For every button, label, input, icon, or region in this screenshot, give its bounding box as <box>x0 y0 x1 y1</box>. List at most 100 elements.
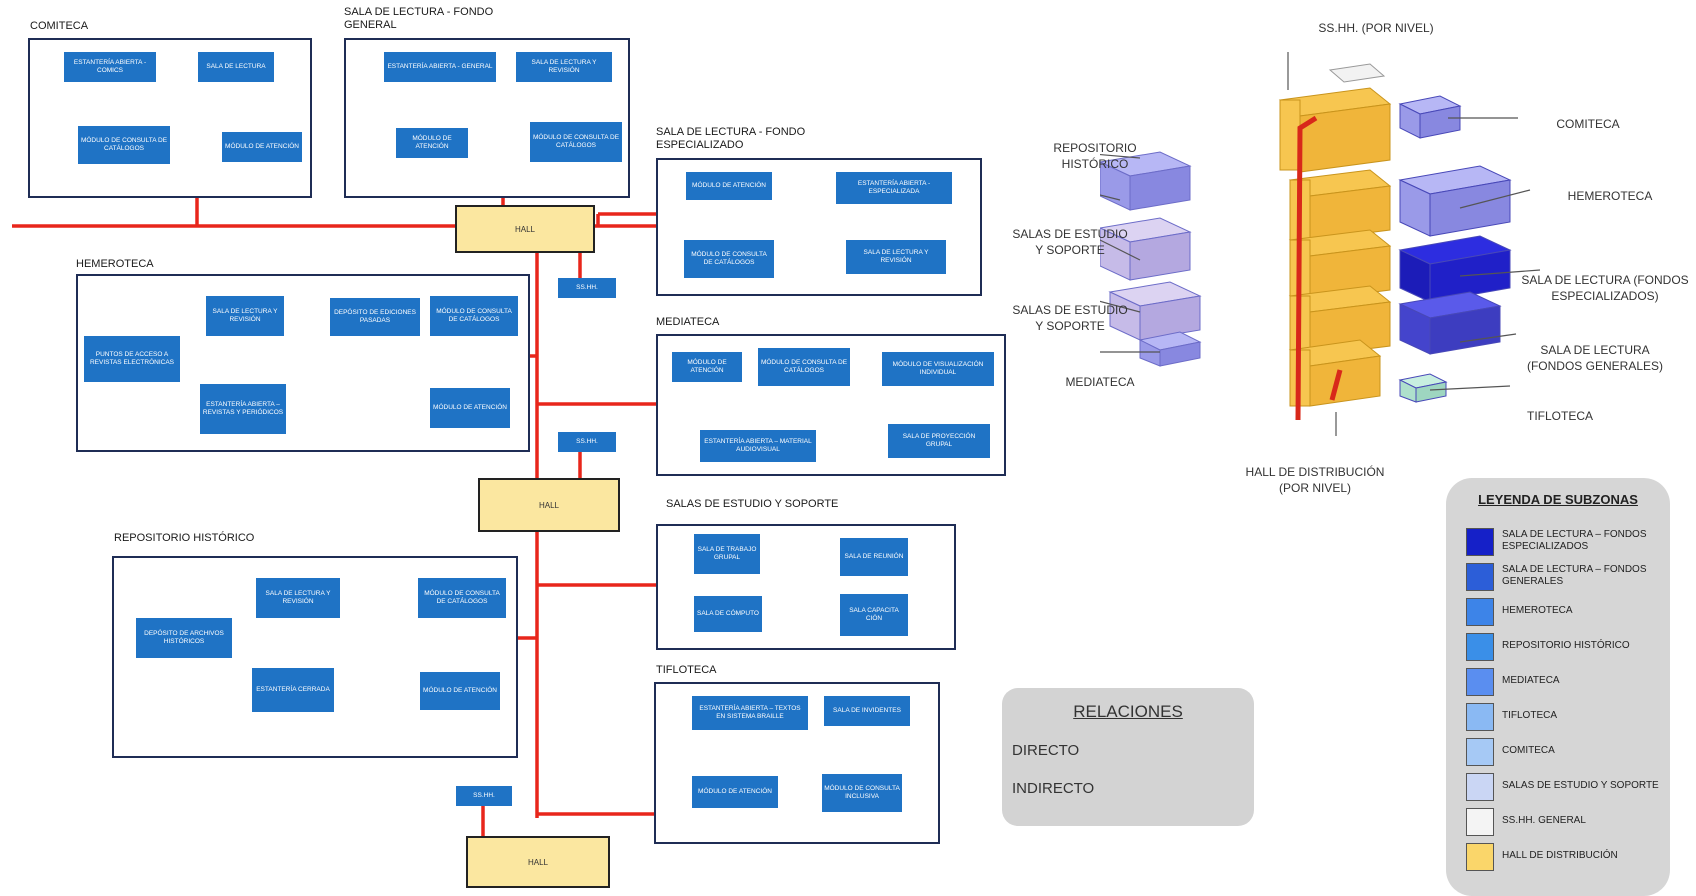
box-mediateca-proyeccion: SALA DE PROYECCIÓN GRUPAL <box>888 424 990 458</box>
leyenda-label: COMITECA <box>1502 745 1555 756</box>
iso-label-mediateca: MEDIATECA <box>1065 375 1135 389</box>
box-repositorio-modulo-consulta: MÓDULO DE CONSULTA DE CATÁLOGOS <box>418 578 506 618</box>
box-comiteca-sala: SALA DE LECTURA <box>198 52 274 82</box>
iso-label-repositorio: REPOSITORIO HISTÓRICO <box>1053 141 1137 171</box>
leyenda-item: HEMEROTECA <box>1466 596 1666 628</box>
zone-title-comiteca: COMITECA <box>30 20 89 32</box>
leyenda-item: TIFLOTECA <box>1466 701 1666 733</box>
leyenda-item: COMITECA <box>1466 736 1666 768</box>
iso-label-especializados: SALA DE LECTURA (FONDOS ESPECIALIZADOS) <box>1521 273 1689 303</box>
box-hemeroteca-estanteria: ESTANTERÍA ABIERTA – REVISTAS Y PERIÓDIC… <box>200 384 286 434</box>
zone-title-fondo-general: SALA DE LECTURA - FONDO GENERAL <box>344 6 494 31</box>
leyenda-item: SALA DE LECTURA – FONDOS ESPECIALIZADOS <box>1466 526 1666 558</box>
leyenda-label: SS.HH. GENERAL <box>1502 815 1586 826</box>
leyenda-subzonas: LEYENDA DE SUBZONAS SALA DE LECTURA – FO… <box>1446 478 1670 896</box>
iso-label-generales: SALA DE LECTURA (FONDOS GENERALES) <box>1526 343 1664 373</box>
box-mediateca-estanteria: ESTANTERÍA ABIERTA – MATERIAL AUDIOVISUA… <box>700 430 816 462</box>
hall-stack <box>1278 87 1392 407</box>
leyenda-label: TIFLOTECA <box>1502 710 1558 721</box>
leyenda-swatch <box>1466 668 1494 696</box>
box-especializado-modulo-consulta: MÓDULO DE CONSULTA DE CATÁLOGOS <box>684 240 774 278</box>
leyenda-swatch <box>1466 563 1494 591</box>
relaciones-directo-label: DIRECTO <box>1012 742 1080 759</box>
box-tifloteca-invidentes: SALA DE INVIDENTES <box>824 696 910 726</box>
sshh-3: SS.HH. <box>456 786 512 806</box>
zone-title-tifloteca: TIFLOTECA <box>656 664 717 676</box>
left-blocks <box>1100 151 1202 367</box>
iso-label-hall: HALL DE DISTRIBUCIÓN (POR NIVEL) <box>1245 465 1385 495</box>
leyenda-item: SS.HH. GENERAL <box>1466 806 1666 838</box>
box-especializado-estanteria: ESTANTERÍA ABIERTA - ESPECIALIZADA <box>836 172 952 204</box>
box-general-estanteria: ESTANTERÍA ABIERTA - GENERAL <box>384 52 496 82</box>
box-repositorio-modulo-atencion: MÓDULO DE ATENCIÓN <box>420 672 500 710</box>
hall-1: HALL <box>455 205 595 253</box>
leyenda-title: LEYENDA DE SUBZONAS <box>1478 492 1638 507</box>
leyenda-label: HEMEROTECA <box>1502 605 1573 616</box>
box-hemeroteca-modulo-atencion: MÓDULO DE ATENCIÓN <box>430 388 510 428</box>
box-tifloteca-modulo-consulta: MÓDULO DE CONSULTA INCLUSIVA <box>822 774 902 812</box>
iso-label-sshh: SS.HH. (POR NIVEL) <box>1318 21 1434 35</box>
right-blocks <box>1398 95 1512 403</box>
box-estudio-capacitacion: SALA CAPACITA CIÓN <box>840 594 908 636</box>
leyenda-swatch <box>1466 633 1494 661</box>
hall-3: HALL <box>466 836 610 888</box>
box-estudio-computo: SALA DE CÓMPUTO <box>694 596 762 632</box>
leyenda-item: SALA DE LECTURA – FONDOS GENERALES <box>1466 561 1666 593</box>
leyenda-swatch <box>1466 843 1494 871</box>
leyenda-label: REPOSITORIO HISTÓRICO <box>1502 640 1630 651</box>
box-mediateca-modulo-consulta: MÓDULO DE CONSULTA DE CATÁLOGOS <box>758 348 850 386</box>
box-estudio-trabajo: SALA DE TRABAJO GRUPAL <box>694 534 760 574</box>
box-comiteca-estanteria: ESTANTERÍA ABIERTA - COMICS <box>64 52 156 82</box>
leyenda-swatch <box>1466 528 1494 556</box>
zone-title-estudio: SALAS DE ESTUDIO Y SOPORTE <box>666 498 839 510</box>
relaciones-title: RELACIONES <box>1073 702 1183 721</box>
sshh-1: SS.HH. <box>558 278 616 298</box>
box-comiteca-modulo-consulta: MÓDULO DE CONSULTA DE CATÁLOGOS <box>78 126 170 164</box>
box-repositorio-sala: SALA DE LECTURA Y REVISIÓN <box>256 578 340 618</box>
leyenda-label: HALL DE DISTRIBUCIÓN <box>1502 850 1618 861</box>
isometric-building-diagram <box>1100 52 1541 436</box>
box-mediateca-modulo-atencion: MÓDULO DE ATENCIÓN <box>672 352 742 382</box>
leyenda-label: SALA DE LECTURA – FONDOS ESPECIALIZADOS <box>1502 529 1647 552</box>
leyenda-swatch <box>1466 738 1494 766</box>
iso-label-hemeroteca: HEMEROTECA <box>1567 189 1653 203</box>
leyenda-item: REPOSITORIO HISTÓRICO <box>1466 631 1666 663</box>
relaciones-legend: RELACIONES DIRECTO INDIRECTO <box>1002 688 1254 826</box>
box-general-modulo-consulta: MÓDULO DE CONSULTA DE CATÁLOGOS <box>530 122 622 162</box>
box-estudio-reunion: SALA DE REUNIÓN <box>840 538 908 576</box>
box-hemeroteca-deposito: DEPÓSITO DE EDICIONES PASADAS <box>330 298 420 336</box>
box-comiteca-modulo-atencion: MÓDULO DE ATENCIÓN <box>222 132 302 162</box>
leyenda-swatch <box>1466 598 1494 626</box>
leyenda-swatch <box>1466 703 1494 731</box>
sshh-2: SS.HH. <box>558 432 616 452</box>
iso-label-comiteca: COMITECA <box>1556 117 1620 131</box>
leyenda-label: SALA DE LECTURA – FONDOS GENERALES <box>1502 564 1647 587</box>
box-repositorio-estanteria: ESTANTERÍA CERRADA <box>252 668 334 712</box>
box-mediateca-visualizacion: MÓDULO DE VISUALIZACIÓN INDIVIDUAL <box>882 352 994 386</box>
leyenda-item: MEDIATECA <box>1466 666 1666 698</box>
hall-2: HALL <box>478 478 620 532</box>
box-repositorio-deposito: DEPÓSITO DE ARCHIVOS HISTÓRICOS <box>136 618 232 658</box>
box-hemeroteca-puntos: PUNTOS DE ACCESO A REVISTAS ELECTRÓNICAS <box>84 336 180 382</box>
box-hemeroteca-sala: SALA DE LECTURA Y REVISIÓN <box>206 296 284 336</box>
leyenda-swatch <box>1466 808 1494 836</box>
box-especializado-sala: SALA DE LECTURA Y REVISIÓN <box>846 240 946 274</box>
zone-title-hemeroteca: HEMEROTECA <box>76 258 154 270</box>
box-tifloteca-estanteria: ESTANTERÍA ABIERTA – TEXTOS EN SISTEMA B… <box>692 696 808 730</box>
leyenda-swatch <box>1466 773 1494 801</box>
leyenda-item: SALAS DE ESTUDIO Y SOPORTE <box>1466 771 1666 803</box>
box-hemeroteca-modulo-consulta: MÓDULO DE CONSULTA DE CATÁLOGOS <box>430 296 518 336</box>
leyenda-label: MEDIATECA <box>1502 675 1560 686</box>
box-especializado-modulo-atencion: MÓDULO DE ATENCIÓN <box>686 172 772 200</box>
box-tifloteca-modulo-atencion: MÓDULO DE ATENCIÓN <box>692 776 778 808</box>
box-general-modulo-atencion: MÓDULO DE ATENCIÓN <box>396 128 468 158</box>
relaciones-indirecto-label: INDIRECTO <box>1012 780 1095 797</box>
box-general-sala: SALA DE LECTURA Y REVISIÓN <box>516 52 612 82</box>
zone-title-fondo-especializado: SALA DE LECTURA - FONDO ESPECIALIZADO <box>656 126 806 151</box>
iso-label-salas-2: SALAS DE ESTUDIO Y SOPORTE <box>1012 303 1128 333</box>
zone-title-mediateca: MEDIATECA <box>656 316 720 328</box>
leyenda-label: SALAS DE ESTUDIO Y SOPORTE <box>1502 780 1659 791</box>
leyenda-item: HALL DE DISTRIBUCIÓN <box>1466 841 1666 873</box>
iso-label-tifloteca: TIFLOTECA <box>1526 409 1593 423</box>
iso-label-salas-1: SALAS DE ESTUDIO Y SOPORTE <box>1012 227 1128 257</box>
